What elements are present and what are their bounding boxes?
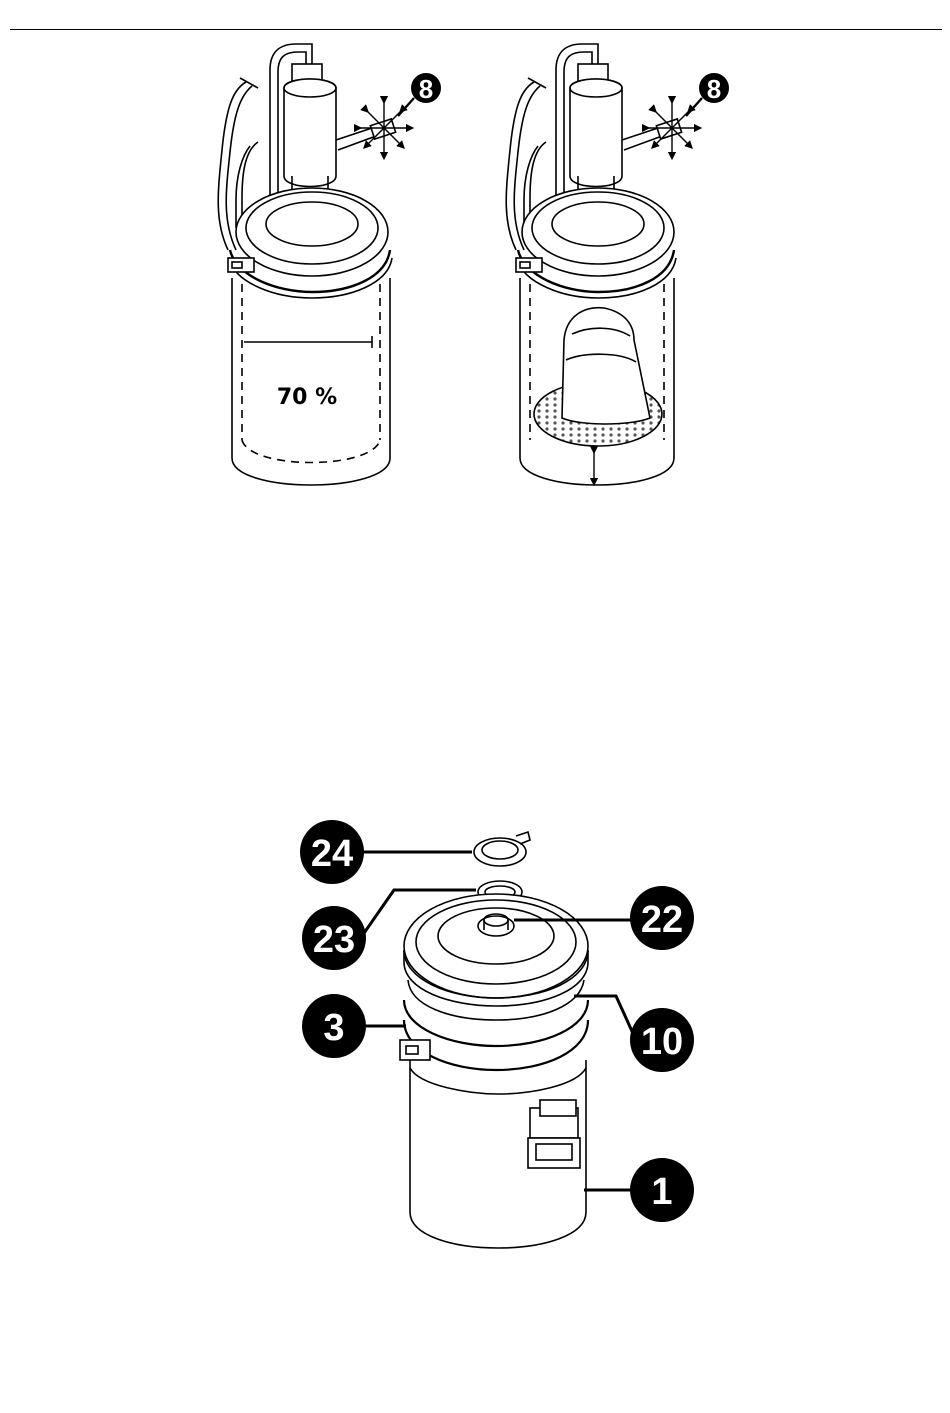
callout-24: 24 [300, 820, 364, 884]
callout-8-right-label: 8 [707, 74, 721, 104]
callout-22: 22 [630, 886, 694, 950]
exploded-pail-illustration [400, 832, 588, 1248]
callout-8-left: 8 [411, 73, 441, 104]
callout-22-label: 22 [641, 899, 683, 941]
pump-pail-left-illustration [218, 44, 395, 485]
callout-1-label: 1 [651, 1171, 672, 1213]
callout-24-label: 24 [311, 833, 353, 875]
pump-pail-right-illustration [506, 44, 681, 485]
callout-23-label: 23 [313, 919, 355, 961]
callout-10: 10 [630, 1008, 694, 1072]
callout-3-label: 3 [323, 1007, 344, 1049]
fill-level-label: 70 % [277, 385, 337, 410]
callout-3: 3 [302, 994, 366, 1058]
callout-10-label: 10 [641, 1021, 683, 1063]
callout-1: 1 [630, 1158, 694, 1222]
callout-8-left-label: 8 [419, 74, 433, 104]
callout-8-right: 8 [699, 73, 729, 104]
callout-23: 23 [302, 906, 366, 970]
